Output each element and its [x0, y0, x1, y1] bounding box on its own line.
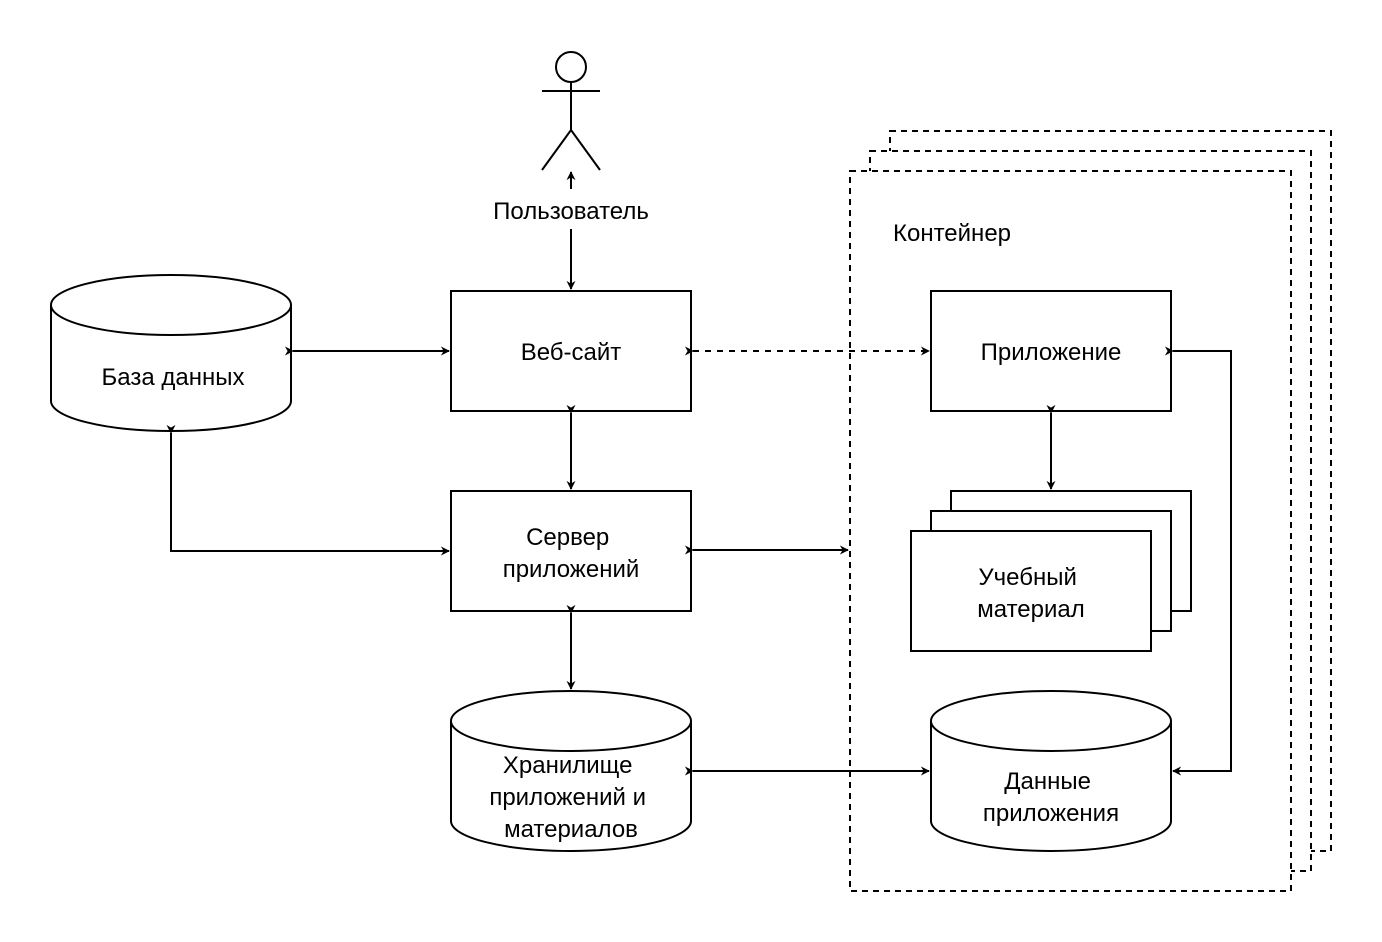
website-label: Веб-сайт: [521, 339, 622, 366]
database-cylinder: [50, 274, 292, 432]
app-data-cylinder: [930, 690, 1172, 852]
website-box: [450, 290, 692, 412]
app-server-label: Сервер приложений: [503, 524, 640, 583]
app-server-label-line-1: Сервер: [526, 524, 609, 551]
user-actor-icon: [541, 51, 601, 171]
edge-database-server: [166, 424, 450, 556]
storage-label: Хранилище приложений и материалов: [489, 752, 652, 843]
app-data-label-line-1: Данные: [1004, 768, 1091, 795]
storage-cylinder: [450, 690, 692, 852]
app-data-label: Данные приложения: [983, 768, 1119, 827]
material-label: Учебный материал: [977, 564, 1085, 623]
storage-label-line-2: приложений и: [489, 784, 646, 811]
application-label: Приложение: [981, 339, 1122, 366]
storage-label-line-3: материалов: [504, 816, 638, 843]
material-label-line-1: Учебный: [978, 564, 1076, 591]
container-label: Контейнер: [893, 220, 1011, 247]
application-box: [930, 290, 1172, 412]
storage-label-line-1: Хранилище: [503, 752, 633, 779]
material-box: [910, 530, 1152, 652]
user-label: Пользователь: [493, 198, 649, 225]
database-label: База данных: [102, 364, 245, 391]
edge-application-appdata: [1164, 346, 1232, 776]
app-server-label-line-2: приложений: [503, 556, 640, 583]
app-data-label-line-2: приложения: [983, 800, 1119, 827]
material-label-line-2: материал: [977, 596, 1085, 623]
app-server-box: [450, 490, 692, 612]
